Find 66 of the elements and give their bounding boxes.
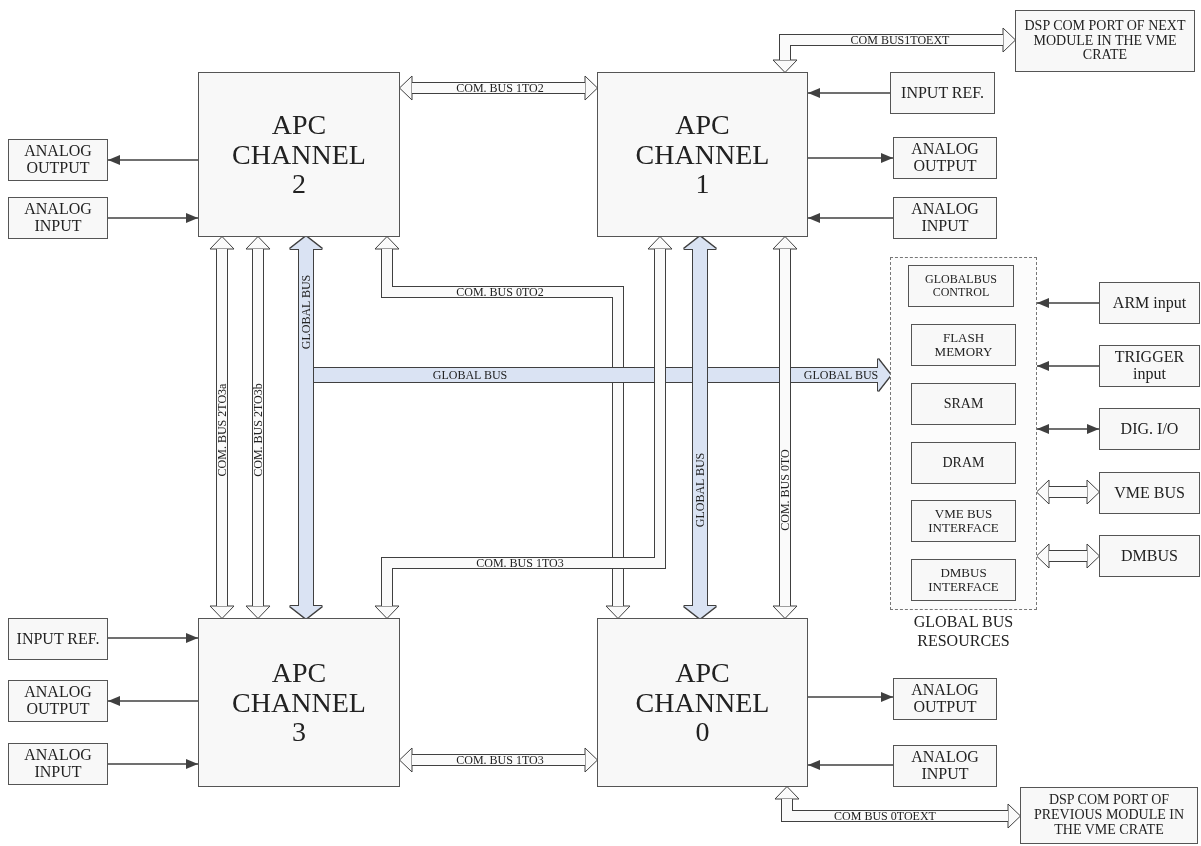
bus-label: GLOBAL BUS — [299, 274, 313, 350]
bus-label: COM. BUS 2TO3a — [215, 383, 229, 477]
arrow — [807, 760, 894, 770]
bus-label: COM. BUS 2TO3b — [251, 383, 265, 477]
bus-arrow — [399, 747, 598, 773]
arrow — [807, 213, 894, 223]
block-box: ANALOG OUTPUT — [893, 678, 997, 720]
block-box: INPUT REF. — [8, 618, 108, 660]
arrow — [107, 633, 199, 643]
arrow — [107, 696, 199, 706]
bus-arrow — [1036, 543, 1100, 569]
block-box: INPUT REF. — [890, 72, 995, 114]
bus-label: COM. BUS 0TO — [778, 449, 792, 531]
bus-arrow — [774, 786, 1021, 829]
group-title: GLOBAL BUS RESOURCES — [912, 612, 1015, 651]
block-box: DMBUS INTERFACE — [911, 559, 1016, 601]
channel-block: APC CHANNEL 1 — [597, 72, 808, 237]
arrow — [107, 155, 199, 165]
block-box: DRAM — [911, 442, 1016, 484]
bus-arrow — [399, 75, 598, 101]
arrow — [107, 213, 199, 223]
block-box: ANALOG OUTPUT — [893, 137, 997, 179]
block-box: VME BUS — [1099, 472, 1200, 514]
block-box: VME BUS INTERFACE — [911, 500, 1016, 542]
block-box: ANALOG INPUT — [8, 743, 108, 785]
bus-arrow — [772, 27, 1016, 73]
arrow — [1036, 361, 1100, 371]
bus-arrow — [245, 236, 271, 619]
bus-label: COM BUS 0TOEXT — [834, 809, 936, 823]
arrow — [1036, 424, 1100, 434]
bus-label: COM. BUS 0TO2 — [456, 285, 544, 299]
arrow — [1036, 298, 1100, 308]
block-box: ANALOG OUTPUT — [8, 680, 108, 722]
bus-arrow — [209, 236, 235, 619]
bus-label: COM BUS1TOEXT — [850, 33, 950, 47]
bus-label: GLOBAL BUS — [693, 452, 707, 528]
block-box: GLOBALBUS CONTROL — [908, 265, 1014, 307]
block-box: ANALOG INPUT — [893, 197, 997, 239]
channel-block: APC CHANNEL 0 — [597, 618, 808, 787]
bus-label: COM. BUS 1TO2 — [456, 81, 544, 95]
block-box: ARM input — [1099, 282, 1200, 324]
bus-arrow — [1036, 479, 1100, 505]
arrow — [807, 88, 891, 98]
bus-arrow — [290, 236, 322, 619]
channel-block: APC CHANNEL 2 — [198, 72, 400, 237]
block-box: DSP COM PORT OF NEXT MODULE IN THE VME CRATE — [1015, 10, 1195, 72]
block-box: ANALOG OUTPUT — [8, 139, 108, 181]
arrow — [807, 153, 894, 163]
block-box: SRAM — [911, 383, 1016, 425]
bus-arrow — [314, 359, 891, 391]
block-box: TRIGGER input — [1099, 345, 1200, 387]
bus-arrow — [772, 236, 798, 619]
bus-label: GLOBAL BUS — [432, 368, 508, 382]
block-box: ANALOG INPUT — [8, 197, 108, 239]
bus-label: GLOBAL BUS — [803, 368, 879, 382]
channel-block: APC CHANNEL 3 — [198, 618, 400, 787]
block-box: FLASH MEMORY — [911, 324, 1016, 366]
block-box: DIG. I/O — [1099, 408, 1200, 450]
bus-arrow — [684, 236, 716, 619]
block-box: ANALOG INPUT — [893, 745, 997, 787]
block-box: DSP COM PORT OF PREVIOUS MODULE IN THE VME CRATE — [1020, 787, 1198, 844]
arrow — [107, 759, 199, 769]
bus-label: COM. BUS 1TO3 — [456, 753, 544, 767]
arrow — [807, 692, 894, 702]
bus-label: COM. BUS 1TO3 — [476, 556, 564, 570]
block-box: DMBUS — [1099, 535, 1200, 577]
